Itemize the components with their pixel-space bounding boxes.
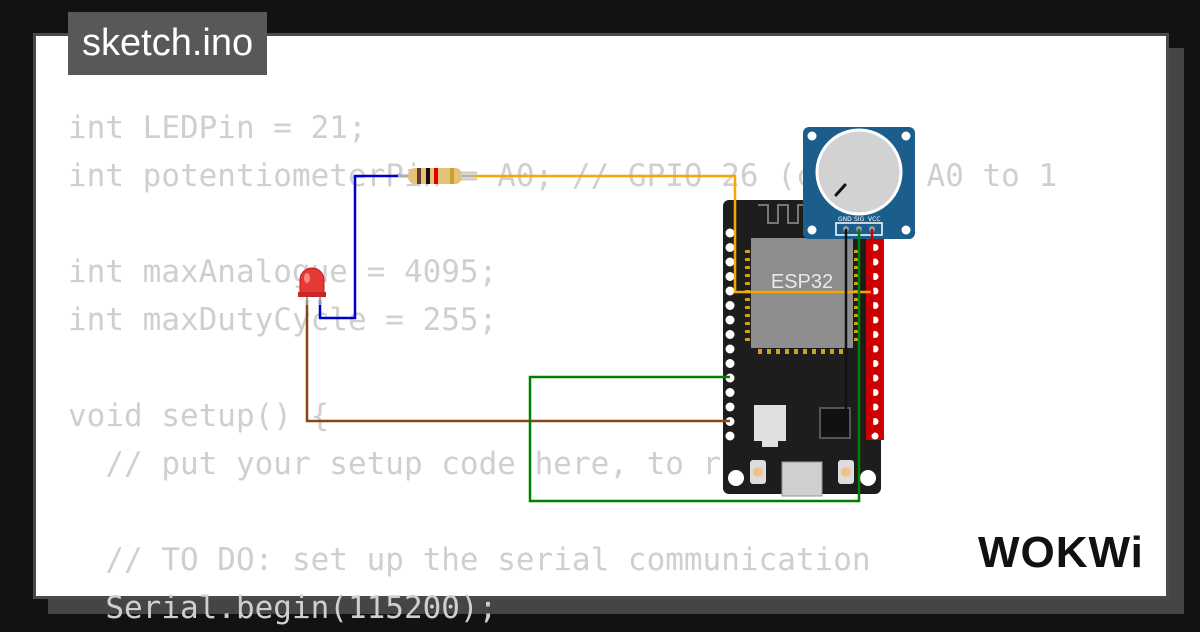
usb-port [781,461,823,497]
module-pad [745,338,750,341]
header-pin [725,330,735,339]
code-line-5: int maxDutyCycle = 255; [68,302,498,338]
module-pad [745,266,750,269]
module-pad [745,258,750,261]
header-pin [725,431,735,441]
module-pad [839,349,843,354]
wire-pot-green [528,229,861,503]
module-pad [854,282,859,285]
voltage-regulator [754,405,786,441]
wire-led-blue [318,174,410,320]
module-pad [854,330,859,333]
preview-card: int LEDPin = 21;int potentiometerPin = A… [33,33,1169,626]
module-pad [745,282,750,285]
pot-pin-sig-label: SIG [854,216,865,223]
header-pin [725,344,735,354]
module-pad [854,314,859,317]
potentiometer-module[interactable]: GND SIG VCC [803,127,915,239]
code-line-7: void setup() { [68,398,330,434]
header-pin [725,243,735,252]
module-pad [854,298,859,301]
module-pad [854,258,859,261]
module-pad [854,250,859,253]
header-pin [725,301,735,310]
module-pad [854,322,859,325]
header-pin [725,272,735,281]
pot-pin-gnd-label: GND [838,216,852,223]
wokwi-logo: WOKWi [978,528,1144,577]
module-pad [821,349,825,354]
header-pin [725,402,735,412]
module-pad [854,274,859,277]
header-pin [725,315,735,325]
module-pad [745,274,750,277]
header-pin [725,359,735,368]
module-pad [854,306,859,309]
module-pad [745,298,750,301]
module-pad [830,349,834,354]
wire-led-gnd-brown [305,300,730,423]
module-pad [794,349,798,354]
left-header-pins [725,228,735,441]
module-pad [745,306,750,309]
wires [305,174,874,503]
module-pad [812,349,816,354]
module-pads [745,250,859,354]
module-pad [776,349,780,354]
code-line-1: int LEDPin = 21; [68,110,367,146]
header-pin [725,228,735,238]
module-pad [758,349,762,354]
module-pad [745,250,750,253]
header-pin [725,388,735,397]
file-name-tab[interactable]: sketch.ino [68,12,268,75]
potentiometer-knob[interactable] [815,128,903,216]
header-pin [871,432,879,440]
header-pin [725,286,735,296]
module-pad [803,349,807,354]
red-led[interactable] [298,267,326,305]
module-pad [785,349,789,354]
module-pad [745,322,750,325]
module-pad [745,314,750,317]
esp32-label: ESP32 [771,271,833,293]
module-pad [854,266,859,269]
module-pad [767,349,771,354]
header-pin [725,257,735,267]
wire-signal-orange [465,174,874,294]
pot-pin-vcc-label: VCC [868,216,880,223]
code-line-10: // TO DO: set up the serial communicatio… [68,542,871,578]
code-line-11: Serial.begin(115200); [68,590,498,626]
resistor[interactable] [398,168,474,184]
module-pad [854,338,859,341]
module-pad [745,330,750,333]
